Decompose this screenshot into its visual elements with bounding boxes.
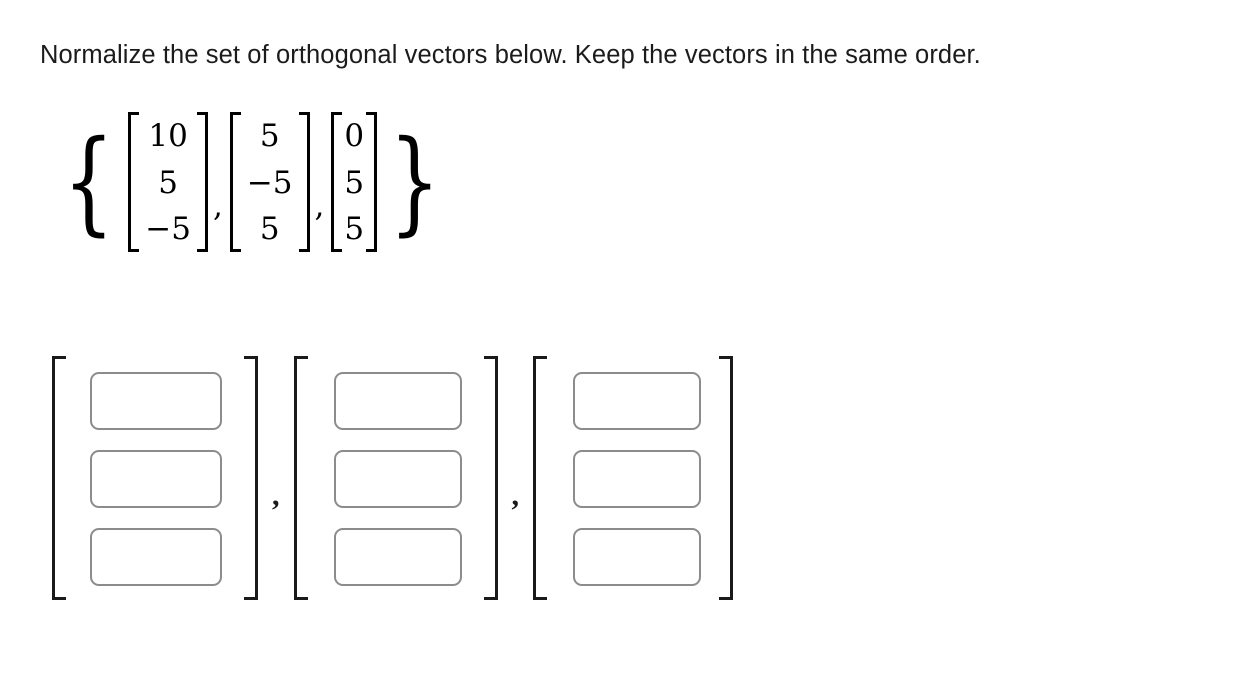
vector-entry: 5 [259,211,280,247]
set-open-brace: { [62,116,115,247]
vector-entry: −5 [145,211,191,247]
answer-separator-comma: , [272,479,280,512]
answer-input-1-1[interactable] [90,372,222,430]
vector-separator-comma: , [212,188,223,224]
vector-entry: 5 [259,118,280,154]
vector-entry: −5 [246,164,293,201]
answer-input-2-3[interactable] [333,528,462,586]
answer-field-column [66,356,244,600]
right-bracket [196,112,208,252]
answer-vector-2 [293,356,498,600]
answer-input-1-3[interactable] [90,528,222,586]
vector-column: 10 5 −5 [139,112,197,252]
given-vector-2: 5 −5 5 [229,112,310,252]
right-bracket [483,356,498,600]
left-bracket [128,112,140,252]
right-bracket [244,356,258,600]
right-bracket [719,356,733,600]
set-close-brace: } [389,116,441,247]
answer-vector-1 [52,356,258,600]
answer-input-1-2[interactable] [90,450,222,508]
left-bracket [331,112,343,252]
answer-field-column [308,356,484,600]
given-vector-1: 10 5 −5 [128,112,208,252]
right-bracket [366,112,378,252]
vector-column: 5 −5 5 [241,112,299,252]
answer-input-3-3[interactable] [573,528,701,586]
answer-input-2-2[interactable] [333,450,462,508]
answer-vector-row: , , [52,356,733,600]
page-title: Normalize the set of orthogonal vectors … [40,41,981,69]
answer-field-column [547,356,719,600]
right-bracket [298,112,310,252]
left-bracket [52,356,66,600]
answer-input-2-1[interactable] [333,372,462,430]
left-bracket [293,356,308,600]
vector-entry: 5 [344,211,365,247]
given-vector-3: 0 5 5 [331,112,378,252]
left-bracket [533,356,547,600]
vector-separator-comma: , [314,188,325,224]
answer-input-3-2[interactable] [573,450,701,508]
vector-column: 0 5 5 [342,112,366,252]
vector-entry: 10 [148,118,188,154]
given-vector-set: { 10 5 −5 , 5 −5 5 , 0 5 5 } [52,112,451,252]
vector-entry: 5 [158,164,178,201]
vector-entry: 5 [344,164,365,201]
vector-entry: 0 [344,118,365,154]
answer-vector-3 [533,356,733,600]
left-bracket [229,112,241,252]
answer-separator-comma: , [511,479,520,512]
answer-input-3-1[interactable] [573,372,701,430]
